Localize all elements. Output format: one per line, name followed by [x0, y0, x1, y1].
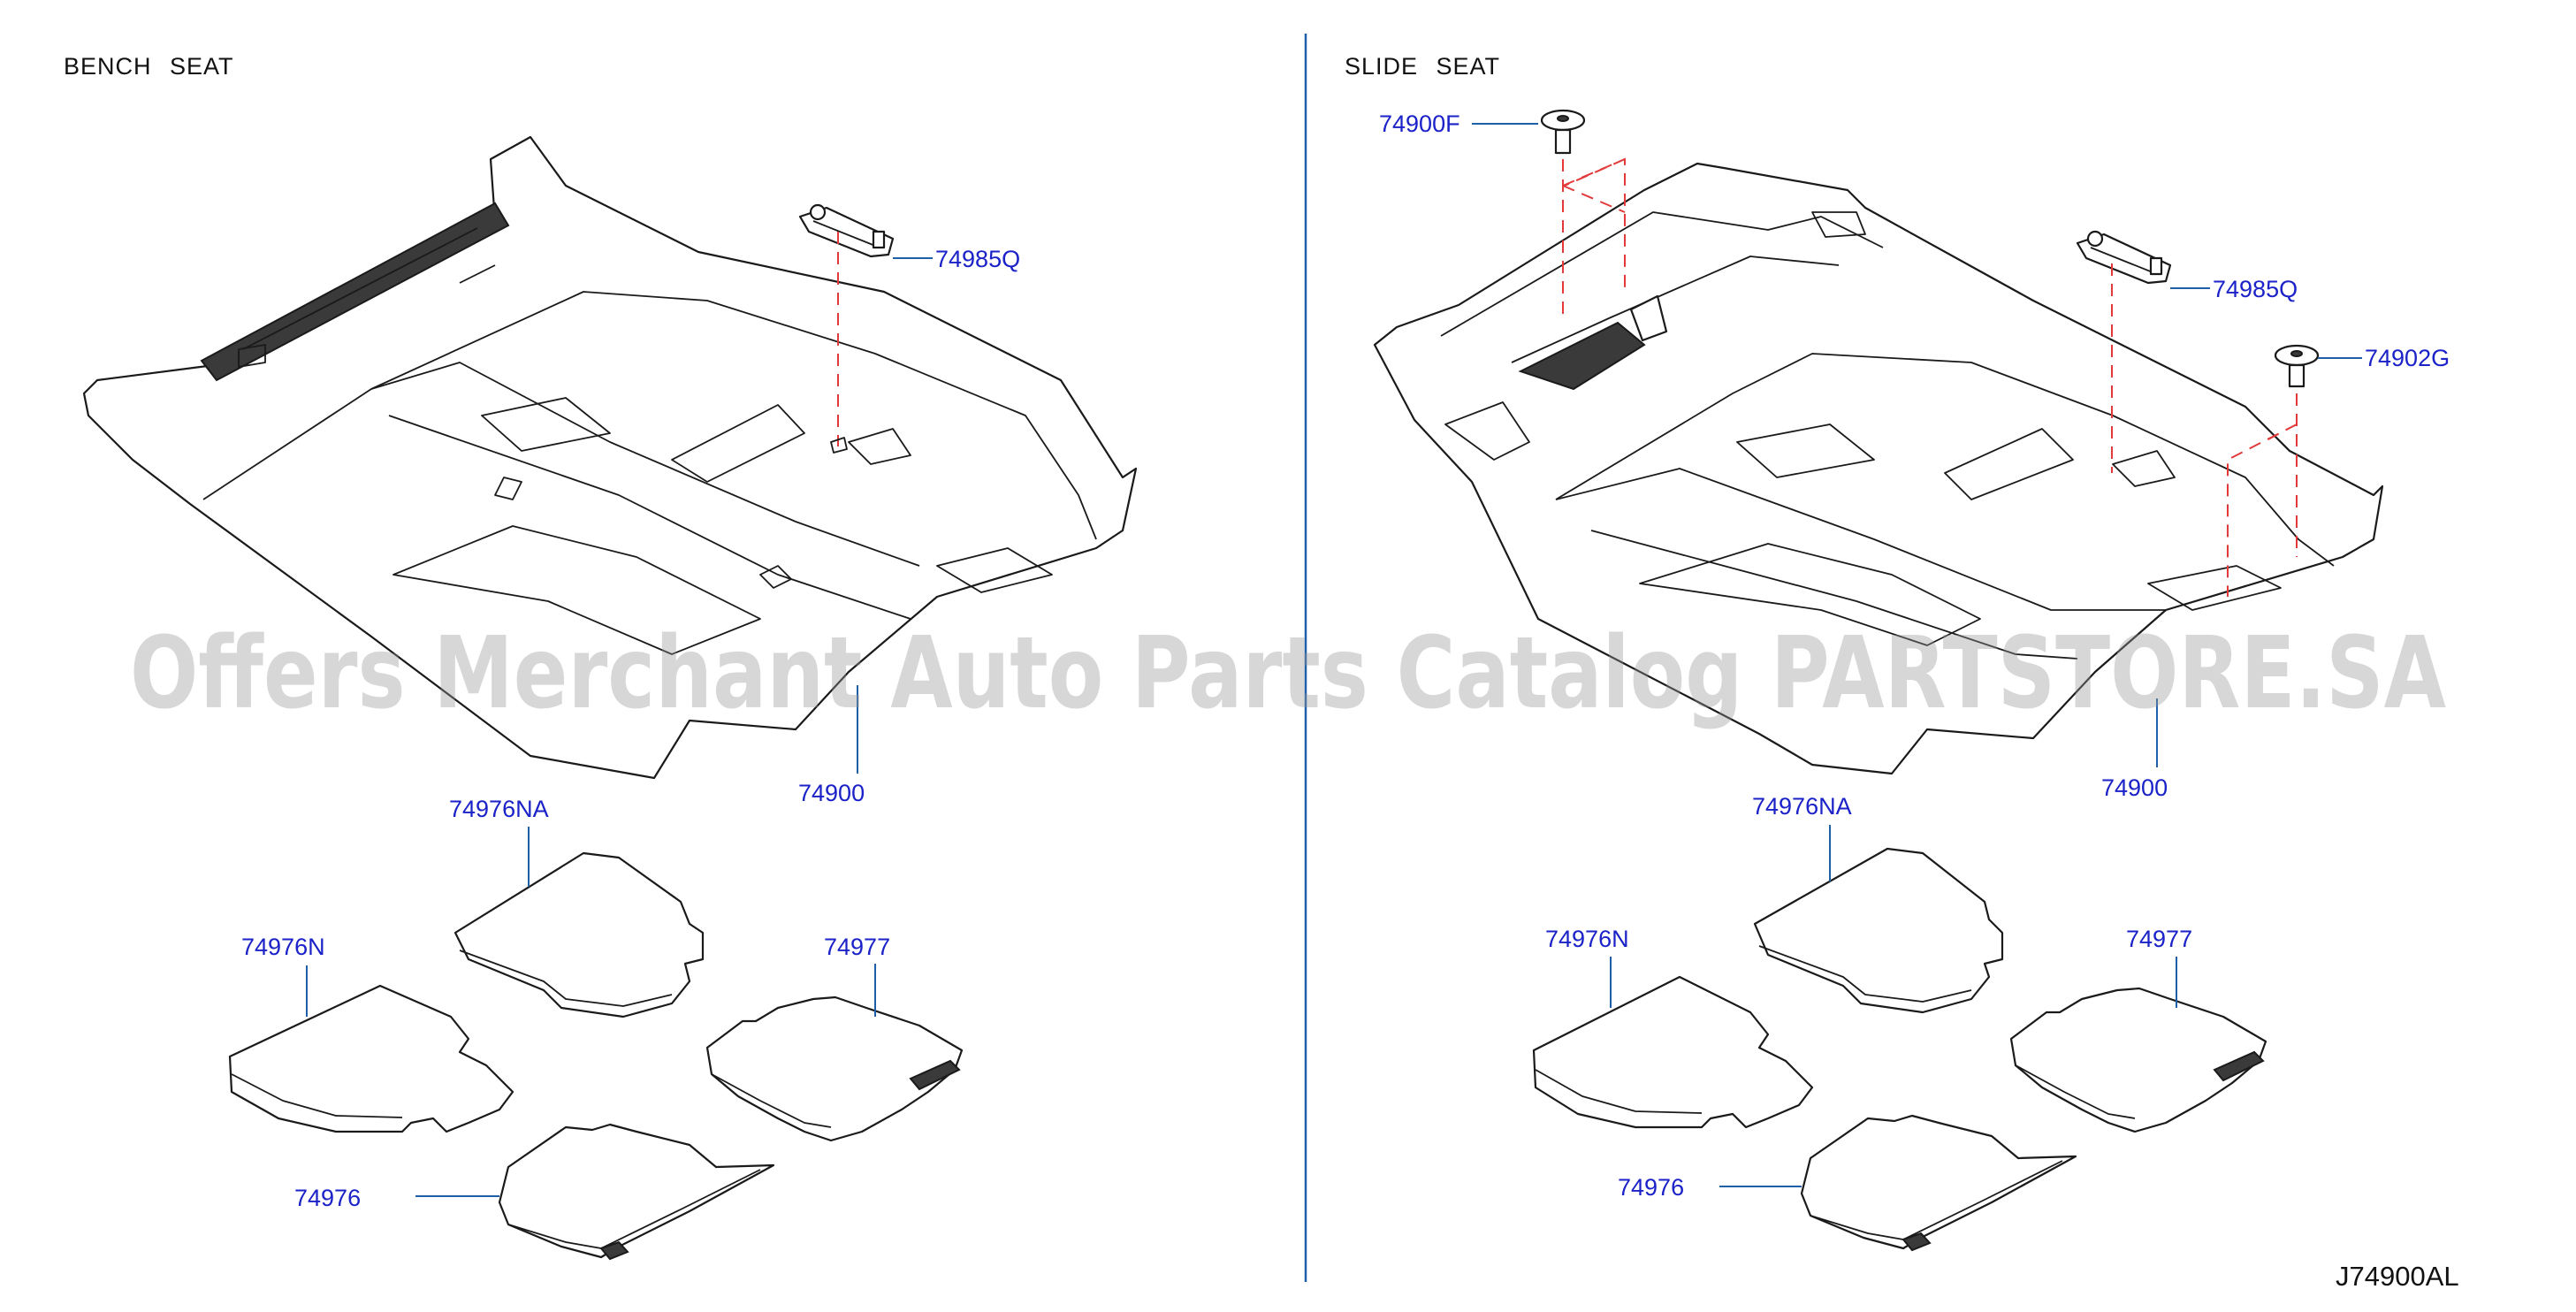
slide-seat-panel: SLIDE SEAT 74900F: [1345, 53, 2450, 1252]
floor-carpet-drawing[interactable]: [82, 135, 1138, 780]
grommet-74900f-drawing[interactable]: [1540, 109, 1586, 155]
bench-seat-panel: BENCH SEAT 74985: [64, 53, 1138, 1261]
callout-74985q-slide[interactable]: 74985Q: [2213, 276, 2298, 302]
callout-74977-slide[interactable]: 74977: [2126, 926, 2192, 952]
bench-seat-title: BENCH SEAT: [64, 53, 234, 80]
grommet-74902g-drawing[interactable]: [2274, 344, 2320, 388]
mat-74976na-drawing[interactable]: [453, 851, 705, 1018]
callout-74900f[interactable]: 74900F: [1379, 111, 1460, 137]
mat-74976-slide-drawing[interactable]: [1800, 1114, 2077, 1252]
grommet-rear-guide-lines: [2227, 393, 2298, 597]
slide-seat-title: SLIDE SEAT: [1345, 53, 1500, 80]
callout-74976[interactable]: 74976: [294, 1185, 361, 1211]
mat-74976n-drawing[interactable]: [228, 984, 514, 1133]
clip-74985q-slide-drawing[interactable]: [2076, 230, 2172, 285]
diagram-code: J74900AL: [2336, 1261, 2459, 1292]
callout-74902g[interactable]: 74902G: [2365, 345, 2450, 371]
mat-74976n-slide-drawing[interactable]: [1532, 975, 1814, 1129]
mat-74977-slide-drawing[interactable]: [2009, 987, 2267, 1133]
clip-74985q-drawing[interactable]: [798, 203, 895, 258]
callout-74900[interactable]: 74900: [798, 780, 865, 806]
callout-74976na[interactable]: 74976NA: [449, 796, 549, 822]
callout-74976-slide[interactable]: 74976: [1618, 1174, 1684, 1201]
callout-74900-slide[interactable]: 74900: [2101, 774, 2168, 801]
mat-74977-drawing[interactable]: [705, 995, 964, 1142]
callout-74976n-slide[interactable]: 74976N: [1545, 926, 1629, 952]
mat-74976na-slide-drawing[interactable]: [1753, 847, 2004, 1014]
floor-carpet-slide-drawing[interactable]: [1373, 162, 2384, 775]
callout-74985q[interactable]: 74985Q: [935, 246, 1020, 272]
grommet-front-guide-lines: [1562, 157, 1626, 318]
watermark-text: Offers Merchant Auto Parts Catalog PARTS…: [130, 616, 2446, 731]
callout-74977[interactable]: 74977: [824, 934, 890, 960]
callout-74976na-slide[interactable]: 74976NA: [1752, 793, 1852, 820]
mat-74976-drawing[interactable]: [498, 1123, 775, 1261]
callout-74976n[interactable]: 74976N: [241, 934, 325, 960]
